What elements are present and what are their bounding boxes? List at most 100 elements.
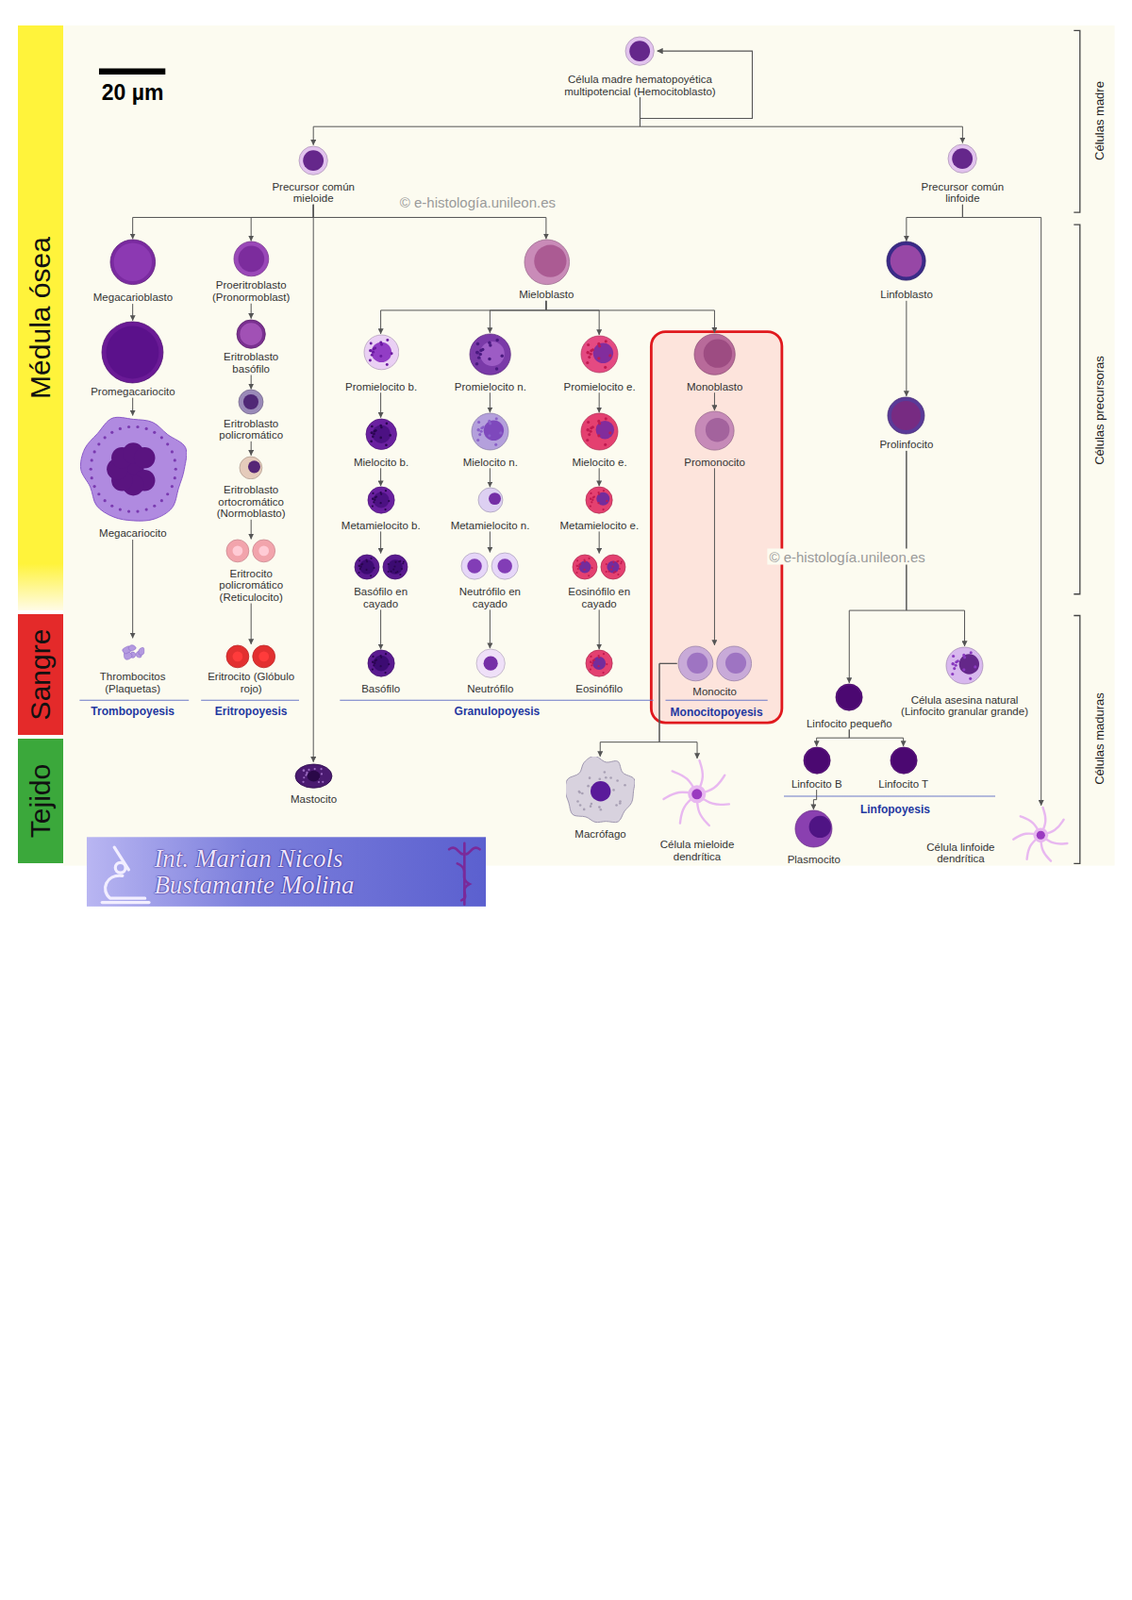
granule bbox=[302, 776, 305, 779]
cell-drawing bbox=[367, 649, 395, 677]
granule bbox=[389, 351, 393, 355]
cytoplasm bbox=[354, 554, 380, 580]
cell-drawing bbox=[471, 413, 509, 450]
cytoplasm bbox=[948, 144, 977, 173]
granule bbox=[159, 436, 163, 440]
granule bbox=[590, 500, 593, 503]
granule bbox=[602, 652, 605, 655]
cell-drawing bbox=[226, 539, 276, 563]
granule bbox=[92, 484, 96, 488]
vacuole bbox=[577, 790, 581, 794]
cytoplasm bbox=[803, 747, 831, 774]
cytoplasm bbox=[572, 554, 598, 580]
tissue-band: Tejido bbox=[17, 738, 64, 864]
lineage-arrow bbox=[132, 303, 134, 321]
granule bbox=[495, 416, 499, 420]
band-label: Médula ósea bbox=[24, 236, 57, 400]
granule bbox=[387, 499, 390, 502]
cell-label: Eritroblasto ortocromático (Normoblasto) bbox=[207, 483, 295, 520]
cytoplasm bbox=[524, 239, 570, 285]
granule bbox=[586, 350, 590, 354]
granule bbox=[593, 496, 596, 499]
nucleus bbox=[482, 656, 498, 671]
cytoplasm bbox=[716, 646, 752, 682]
granule bbox=[620, 560, 623, 563]
granule bbox=[602, 489, 605, 492]
band-label: Sangre bbox=[24, 629, 57, 721]
granule bbox=[379, 501, 382, 504]
granule bbox=[608, 432, 612, 435]
granule bbox=[366, 560, 368, 563]
cell-node: Metamielocito e. bbox=[559, 485, 639, 532]
cell-label: Célula linfoide dendrítica bbox=[913, 841, 1008, 866]
stage-label: Células maduras bbox=[1092, 691, 1107, 788]
cell-drawing bbox=[581, 413, 618, 450]
cell-node: Promegacariocito bbox=[90, 320, 176, 399]
cell-drawing bbox=[121, 645, 144, 660]
mast-cell-body bbox=[295, 764, 333, 788]
cell-node: Basófilo bbox=[361, 649, 400, 695]
nucleus bbox=[607, 560, 620, 573]
nucleus bbox=[891, 748, 916, 772]
cell-label: Metamielocito n. bbox=[450, 519, 531, 533]
granule bbox=[399, 572, 401, 575]
granule bbox=[591, 425, 595, 429]
vacuole bbox=[589, 802, 593, 806]
cell-illustration bbox=[885, 240, 927, 282]
nucleus bbox=[1036, 831, 1046, 840]
granule bbox=[586, 428, 590, 432]
cytoplasm bbox=[678, 646, 714, 682]
granule bbox=[577, 567, 580, 570]
cell-node: Monocito bbox=[677, 645, 753, 699]
granule bbox=[379, 354, 383, 358]
cell-label: Basófilo bbox=[361, 682, 400, 696]
vacuole bbox=[598, 805, 601, 809]
cytoplasm bbox=[694, 333, 735, 375]
cell-node: Proeritroblasto (Pronormoblast) bbox=[205, 240, 297, 303]
cell-illustration bbox=[365, 417, 398, 450]
cell-node: Precursor común mieloide bbox=[268, 145, 359, 205]
cell-node: Mieloblasto bbox=[518, 238, 575, 301]
cell-drawing bbox=[585, 649, 613, 677]
cell-illustration bbox=[624, 35, 655, 67]
lineage-arrow bbox=[381, 300, 547, 334]
process-underline bbox=[79, 699, 996, 797]
granule bbox=[371, 655, 374, 658]
nucleus bbox=[533, 245, 566, 278]
cell-node: Eritroblasto ortocromático (Normoblasto) bbox=[207, 455, 295, 520]
cell-illustration bbox=[363, 333, 400, 371]
granule bbox=[384, 489, 387, 492]
nucleus bbox=[239, 322, 263, 346]
granule bbox=[583, 567, 586, 570]
cell-illustration bbox=[233, 240, 270, 278]
granule bbox=[127, 425, 131, 429]
cell-illustration bbox=[580, 412, 619, 451]
cell-label: Neutrófilo en cayado bbox=[447, 585, 533, 610]
cytoplasm bbox=[478, 487, 503, 513]
cell-drawing bbox=[1014, 807, 1068, 862]
nucleus bbox=[371, 424, 390, 443]
granule bbox=[401, 562, 404, 565]
granule bbox=[302, 780, 305, 783]
cell-illustration bbox=[468, 332, 512, 376]
granule bbox=[373, 346, 377, 350]
granule bbox=[951, 654, 955, 658]
cell-drawing bbox=[233, 241, 269, 277]
cell-illustration bbox=[945, 646, 984, 685]
cell-illustration bbox=[584, 649, 614, 678]
cell-drawing bbox=[795, 810, 833, 848]
vacuole bbox=[615, 779, 619, 783]
lineage-arrow bbox=[546, 300, 600, 335]
erythrocyte bbox=[252, 645, 276, 668]
granule bbox=[588, 556, 591, 559]
granule bbox=[372, 664, 375, 666]
cell-illustration bbox=[100, 320, 165, 384]
granule bbox=[383, 652, 386, 655]
granule bbox=[591, 566, 594, 568]
cell-node: Macrófago bbox=[566, 756, 636, 840]
lineage-arrow bbox=[599, 467, 600, 486]
lineage-arrow bbox=[250, 603, 252, 645]
granule bbox=[954, 664, 958, 667]
cell-label: Mielocito n. bbox=[463, 456, 518, 469]
